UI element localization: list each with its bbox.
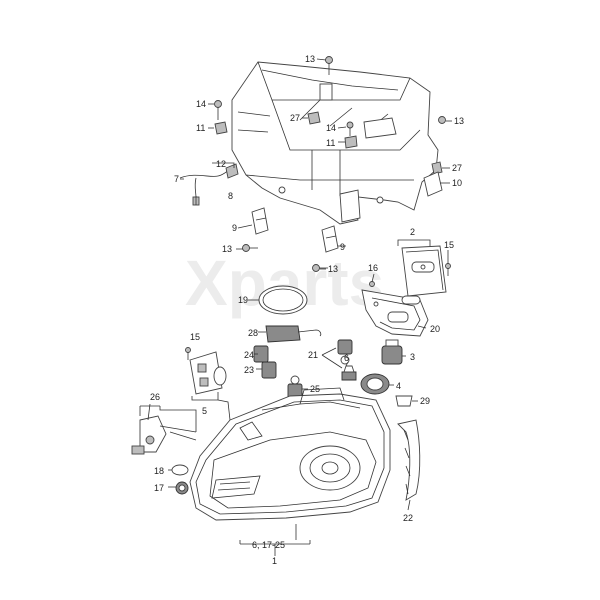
callout-9: 9 — [232, 223, 237, 233]
gasket-2 — [401, 295, 421, 305]
seal-ring-19 — [258, 285, 308, 315]
bulb-holder-28 — [265, 325, 322, 343]
callout-25: 25 — [310, 384, 320, 394]
callout-28: 28 — [248, 328, 258, 338]
callout-29: 29 — [420, 396, 430, 406]
callout-13: 13 — [305, 54, 315, 64]
callout-18: 18 — [154, 466, 164, 476]
callout-12: 12 — [216, 159, 226, 169]
cap-29 — [395, 395, 413, 407]
callout-6: 6 — [344, 353, 349, 363]
callout-27: 27 — [452, 163, 462, 173]
module-5 — [189, 351, 223, 395]
bolt-14-left — [214, 100, 222, 120]
adjuster-screw-17 — [175, 481, 189, 495]
callout-22: 22 — [403, 513, 413, 523]
callout-group-6-17-25: 6, 17-25 — [252, 540, 285, 550]
callout-20: 20 — [430, 324, 440, 334]
grommet-18 — [171, 464, 189, 476]
socket-23 — [261, 361, 277, 379]
bulb-21 — [337, 339, 353, 365]
callout-11: 11 — [326, 138, 335, 148]
screw-16 — [369, 281, 375, 287]
callout-labels: 13 14 27 11 14 11 13 27 10 12 7 8 9 13 9… — [150, 54, 464, 566]
callout-26: 26 — [150, 392, 160, 402]
callout-14: 14 — [196, 99, 206, 109]
nut-11-left — [214, 121, 228, 135]
callout-9: 9 — [340, 242, 345, 252]
callout-14: 14 — [326, 123, 336, 133]
callout-1: 1 — [272, 556, 277, 566]
mount-9-right — [321, 225, 339, 253]
bolt-13-lower-right — [312, 264, 328, 272]
callout-3: 3 — [410, 352, 415, 362]
callout-13: 13 — [222, 244, 232, 254]
callout-5: 5 — [202, 406, 207, 416]
callout-19: 19 — [238, 295, 248, 305]
callout-15: 15 — [444, 240, 454, 250]
cap-3 — [381, 339, 403, 365]
callout-24: 24 — [244, 350, 254, 360]
headlight-carrier-bracket — [231, 61, 439, 225]
cover-4 — [360, 373, 390, 395]
callout-13: 13 — [328, 264, 338, 274]
callout-23: 23 — [244, 365, 254, 375]
callout-27: 27 — [290, 113, 300, 123]
callout-15: 15 — [190, 332, 200, 342]
clip-27-left — [307, 111, 321, 125]
callout-4: 4 — [396, 381, 401, 391]
bracket-10 — [423, 171, 443, 197]
screw-15-top — [445, 263, 451, 276]
headlight-housing-1 — [189, 387, 391, 521]
callout-7: 7 — [174, 174, 179, 184]
callout-2: 2 — [410, 227, 415, 237]
bolt-13-lower-left — [242, 244, 258, 252]
bulb-25 — [287, 375, 303, 399]
bolt-14-center — [346, 121, 354, 136]
callout-17: 17 — [154, 483, 164, 493]
bolt-13-right — [438, 116, 446, 124]
grommet-5 — [213, 366, 227, 386]
screw-15-left — [185, 347, 191, 360]
callout-11: 11 — [196, 123, 205, 133]
trim-strip-22 — [397, 419, 421, 501]
mount-9-left — [251, 207, 269, 235]
callout-10: 10 — [452, 178, 462, 188]
bulb-6 — [341, 365, 357, 381]
callout-16: 16 — [368, 263, 378, 273]
clip-27-right — [431, 161, 443, 175]
control-unit-2 — [401, 245, 447, 297]
callout-21: 21 — [308, 350, 318, 360]
adjuster-26 — [131, 415, 197, 455]
callout-13: 13 — [454, 116, 464, 126]
callout-8: 8 — [228, 191, 233, 201]
nut-11-center — [344, 135, 358, 149]
leader-lines — [139, 58, 452, 556]
